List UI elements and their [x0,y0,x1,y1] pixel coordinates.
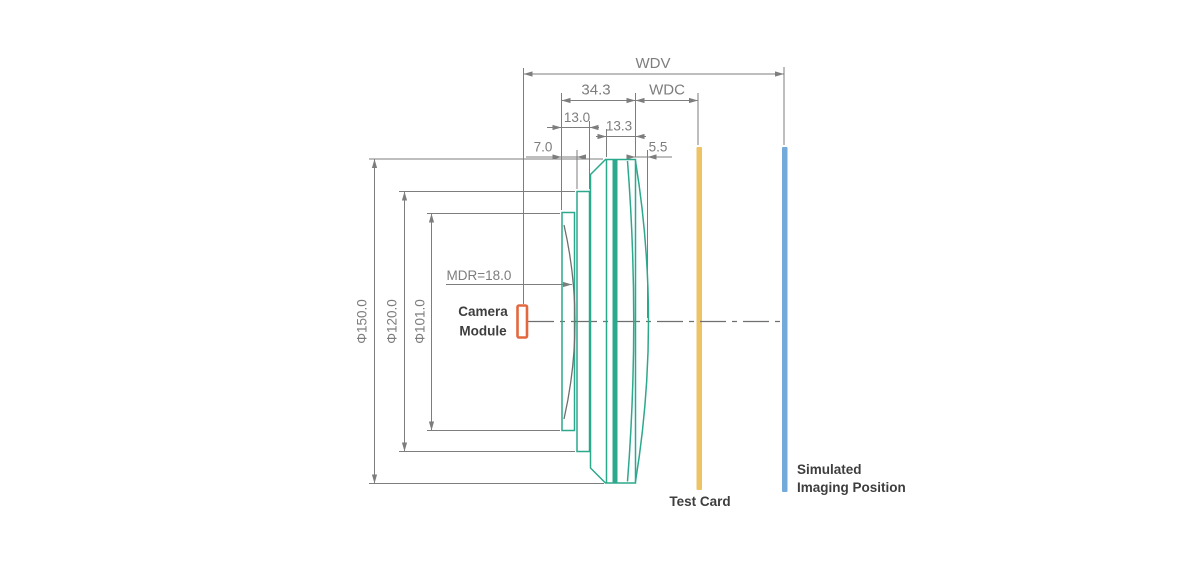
imaging-position-bar [782,147,788,492]
test-card-label: Test Card [669,494,730,509]
lens-barrel-outline [589,158,637,484]
dimension-wdc: WDC [635,82,698,104]
imaging-position-label-line2: Imaging Position [797,480,906,495]
dimension-total-length: 34.3 [561,82,636,104]
mdr-label: MDR=18.0 [447,268,512,283]
dimension-wdv: WDV [523,55,784,77]
dimension-mid-diameter: Φ120.0 [385,191,408,452]
lens-middle-element [576,190,591,453]
dimension-front-group-length: 13.3 [596,119,646,140]
lens-front-outer-surface [634,160,650,482]
dimension-front-vertex-offset: 5.5 [626,140,672,160]
lens-front-inner-surface [626,160,635,482]
dimension-rear-element-thickness: 7.0 [526,140,586,160]
lens-rear-surface-curve [563,224,576,420]
dimension-rear-group-length: 13.0 [547,110,599,131]
annotation-labels: Camera Module Test Card Simulated Imagin… [458,304,906,509]
rear-element-thickness-label: 7.0 [534,140,553,155]
camera-module-marker [516,304,529,339]
dimension-inner-diameter: Φ101.0 [413,213,435,431]
total-length-label: 34.3 [581,82,610,99]
outer-diameter-label: Φ150.0 [355,299,370,344]
camera-module-label-line1: Camera [458,304,508,319]
front-group-length-label: 13.3 [606,119,632,134]
mid-diameter-label: Φ120.0 [385,299,400,344]
dimension-mdr: MDR=18.0 [446,268,572,288]
diameter-connector-lines [369,158,604,484]
test-card-bar [696,147,702,490]
lens-cross-section [561,158,650,484]
lens-mount-band [612,159,618,483]
rear-group-length-label: 13.0 [564,110,590,125]
imaging-position-label-line1: Simulated [797,462,862,477]
inner-diameter-label: Φ101.0 [413,299,428,344]
dimension-outer-diameter: Φ150.0 [355,159,378,484]
front-vertex-offset-label: 5.5 [649,140,668,155]
camera-module-label-line2: Module [459,324,507,339]
wdv-label: WDV [636,55,671,72]
wdc-label: WDC [649,82,685,99]
extension-lines [523,67,785,318]
